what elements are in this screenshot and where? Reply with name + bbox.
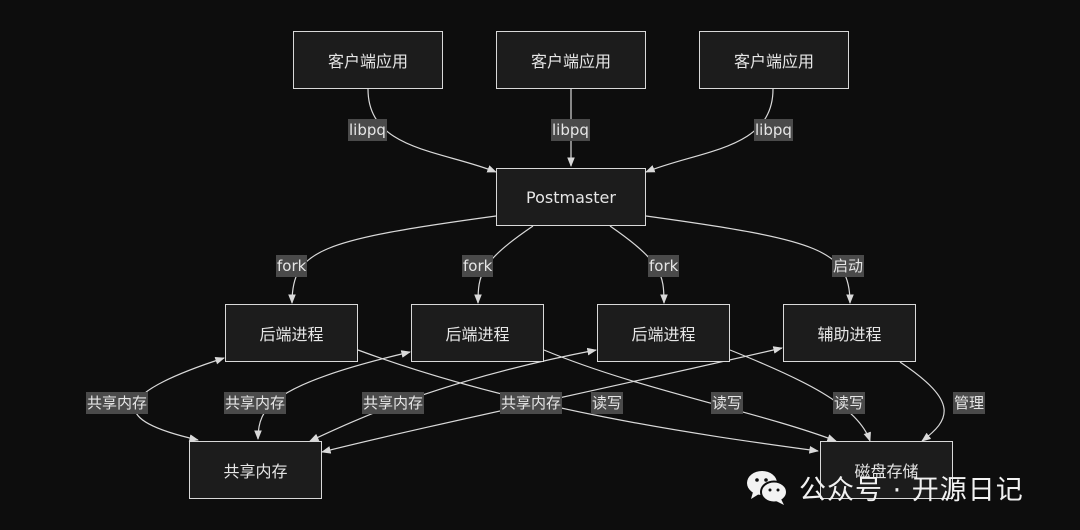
edge-aux-disk [899, 361, 945, 442]
watermark: 公众号 · 开源日记 [745, 466, 1024, 508]
edge-client1-postmaster [367, 88, 497, 173]
edge-client3-postmaster [645, 88, 774, 173]
edge-label-fork-2: fork [462, 255, 494, 277]
edge-label-shared-memory-4: 共享内存 [500, 392, 563, 414]
edge-backend1-shm [134, 357, 225, 442]
edge-label-read-write-2: 读写 [711, 392, 744, 414]
edge-label-shared-memory-2: 共享内存 [224, 392, 287, 414]
edge-label-fork-3: fork [648, 255, 680, 277]
edge-label-start: 启动 [832, 255, 865, 277]
auxiliary-process-node: 辅助进程 [783, 304, 916, 362]
client-app-node-1: 客户端应用 [293, 31, 443, 89]
edge-backend2-disk [543, 349, 837, 442]
edge-label-manage: 管理 [953, 392, 986, 414]
edge-label-shared-memory-3: 共享内存 [362, 392, 425, 414]
client-app-node-3: 客户端应用 [699, 31, 849, 89]
edge-label-libpq-2: libpq [551, 119, 590, 141]
edge-postmaster-backend1 [288, 215, 497, 304]
edge-label-libpq-1: libpq [348, 119, 387, 141]
edge-label-shared-memory-1: 共享内存 [86, 392, 149, 414]
edge-label-read-write-1: 读写 [591, 392, 624, 414]
backend-process-node-3: 后端进程 [597, 304, 730, 362]
backend-process-node-2: 后端进程 [411, 304, 544, 362]
client-app-node-2: 客户端应用 [496, 31, 646, 89]
backend-process-node-1: 后端进程 [225, 304, 358, 362]
wechat-icon [747, 471, 788, 505]
edge-label-read-write-3: 读写 [833, 392, 866, 414]
edge-label-fork-1: fork [276, 255, 308, 277]
watermark-text: 公众号 · 开源日记 [799, 474, 1024, 506]
edge-postmaster-aux [645, 215, 854, 304]
edge-backend3-disk [729, 349, 871, 442]
postmaster-node: Postmaster [496, 168, 646, 226]
shared-memory-node: 共享内存 [189, 441, 322, 499]
disk-storage-node: 磁盘存储 [820, 441, 953, 499]
edge-label-libpq-3: libpq [754, 119, 793, 141]
edge-backend1-disk [357, 349, 819, 454]
